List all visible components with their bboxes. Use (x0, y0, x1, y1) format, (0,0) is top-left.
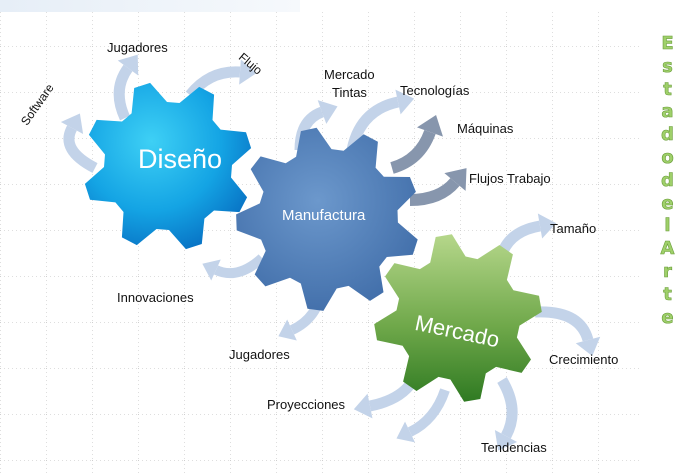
manufactura-gear (236, 127, 418, 311)
label-jugadores-bottom: Jugadores (229, 347, 290, 362)
label-innovaciones: Innovaciones (117, 290, 194, 305)
label-proyecciones: Proyecciones (267, 397, 346, 412)
arrow-maquinas (390, 115, 443, 174)
label-mercado-tintas-line2: Tintas (332, 85, 367, 100)
vertical-title-letter: d (661, 124, 674, 146)
label-flujos-trabajo: Flujos Trabajo (469, 171, 551, 186)
vertical-title-letter: r (663, 261, 672, 283)
vertical-title-letter: t (663, 78, 672, 100)
label-tecnologias: Tecnologías (400, 83, 470, 98)
vertical-title-letter: t (663, 283, 672, 305)
top-banner-strip (0, 0, 300, 12)
vertical-title-letter: d (661, 169, 674, 191)
vertical-title-letter: o (661, 147, 674, 169)
label-tamano: Tamaño (550, 221, 597, 236)
arrow-tendencias (494, 377, 518, 451)
vertical-title-letter: s (662, 55, 673, 77)
label-maquinas: Máquinas (457, 121, 514, 136)
vertical-title-letter: a (661, 101, 674, 123)
arrow-crecimiento (534, 306, 601, 356)
mercado-gear (374, 234, 542, 402)
arrow-flujos-trabajo (409, 168, 467, 206)
diseno-gear (84, 82, 252, 250)
label-mercado-tintas-line1: Mercado (324, 67, 375, 82)
arrow-innovaciones (202, 254, 266, 281)
label-jugadores-top: Jugadores (107, 40, 168, 55)
arrow-extra-lower (396, 388, 450, 443)
vertical-title-letter: e (661, 306, 674, 328)
arrow-software (60, 113, 98, 173)
arrow-jugadores-top (113, 54, 139, 121)
label-tendencias: Tendencias (481, 440, 547, 455)
vertical-title-letter: A (660, 238, 675, 260)
label-crecimiento: Crecimiento (549, 352, 619, 367)
manufactura-gear-label: Manufactura (282, 207, 366, 224)
vertical-title-letter: E (661, 33, 674, 55)
arrow-flujo (185, 59, 257, 99)
diseno-gear-label: Diseño (138, 144, 223, 174)
vertical-title-letter: l (664, 215, 671, 237)
vertical-title-letter: e (661, 192, 674, 214)
